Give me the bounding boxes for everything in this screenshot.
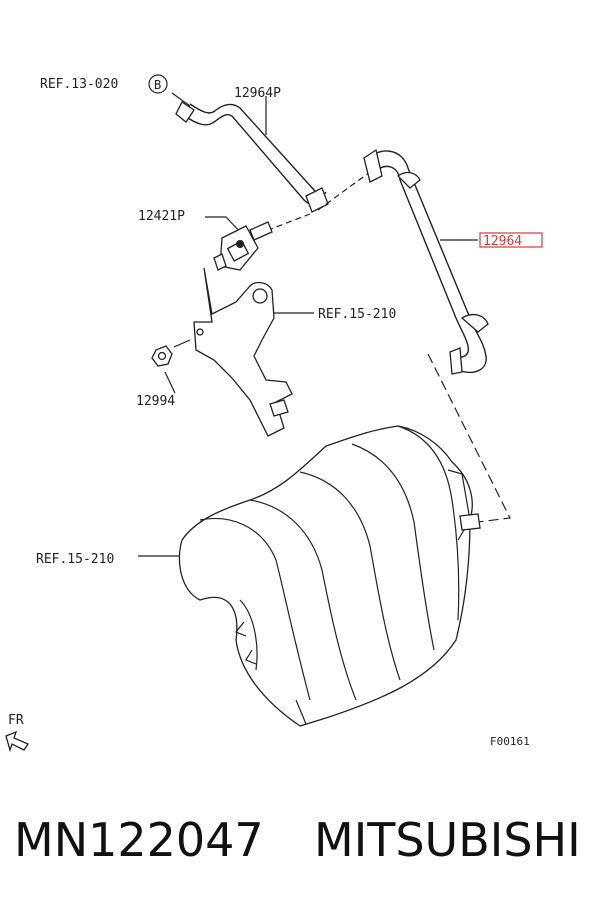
nut-12994[interactable] (151, 345, 173, 367)
intake-manifold[interactable] (178, 425, 481, 727)
circle-b-letter: B (154, 78, 161, 92)
label-ref-15-210-manifold: REF.15-210 (36, 552, 114, 567)
label-12421p[interactable]: 12421P (138, 209, 185, 224)
label-12964[interactable]: 12964 (483, 234, 522, 249)
label-12964p[interactable]: 12964P (234, 86, 281, 101)
bracket[interactable] (193, 267, 293, 437)
circle-b-icon: B (148, 74, 168, 94)
caption-part-number: MN122047 (14, 813, 264, 867)
hose-12964p[interactable] (175, 101, 329, 213)
figure-code: F00161 (490, 735, 530, 748)
caption-brand: MITSUBISHI (314, 813, 581, 867)
fr-arrow-icon (5, 730, 29, 753)
label-ref-15-210-bracket: REF.15-210 (318, 307, 396, 322)
label-12964-highlight[interactable]: 12964 (479, 232, 543, 249)
dashed-connectors (257, 171, 511, 523)
hose-12964[interactable] (363, 148, 489, 375)
label-12994[interactable]: 12994 (136, 394, 175, 409)
valve-12421p[interactable] (213, 221, 273, 271)
leader-lines (138, 92, 478, 557)
label-fr: FR (8, 713, 24, 728)
label-ref-13-020: REF.13-020 (40, 77, 118, 92)
